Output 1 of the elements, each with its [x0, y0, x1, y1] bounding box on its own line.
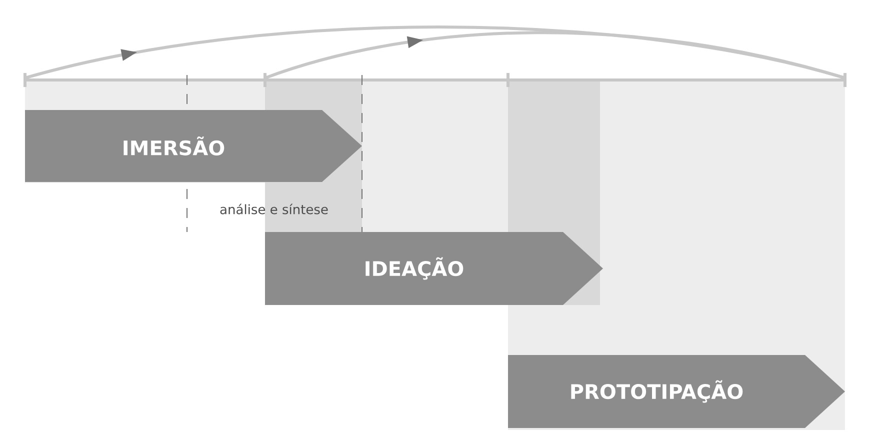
- phase-label: análise e síntese: [220, 204, 328, 214]
